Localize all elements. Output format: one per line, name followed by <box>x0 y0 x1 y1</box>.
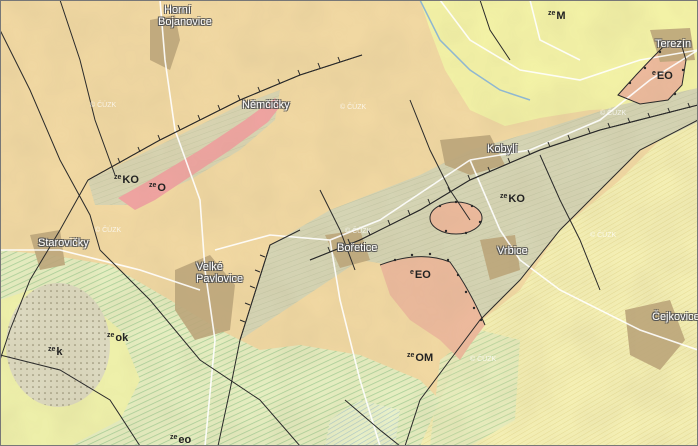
river <box>419 0 531 101</box>
unit-superscript: ze <box>500 193 508 200</box>
unit-label-zeok[interactable]: zeok <box>107 330 128 344</box>
watermark: © ČÚZK <box>90 102 117 109</box>
town-label-velke-pavlovice[interactable]: Velké Pavlovice <box>196 261 243 285</box>
town-label-starovicky[interactable]: Starovičky <box>38 237 89 249</box>
town-label-horni-bojanovice[interactable]: Horní Bojanovice <box>158 4 212 28</box>
unit-superscript: e <box>410 269 414 276</box>
kobyli-settlement <box>440 135 505 175</box>
watermark: © ČÚZK <box>600 110 627 117</box>
unit-code: k <box>56 346 63 358</box>
unit-code: eo <box>178 434 192 446</box>
unit-label-zeeo[interactable]: zeeo <box>170 432 191 446</box>
unit-label-zek[interactable]: zek <box>48 344 63 358</box>
town-label-nemcicky[interactable]: Němčičky <box>242 99 290 111</box>
watermark: © ČÚZK <box>470 356 497 363</box>
unit-superscript: ze <box>407 352 415 359</box>
watermark: © ČÚZK <box>95 227 122 234</box>
watermark: © ČÚZK <box>590 232 617 239</box>
town-label-line: Velké <box>196 261 223 273</box>
unit-code: EO <box>414 269 431 281</box>
unit-superscript: ze <box>48 346 56 353</box>
town-label-kobyli[interactable]: Kobylí <box>487 143 518 155</box>
watermark: © ČÚZK <box>345 228 372 235</box>
unit-superscript: ze <box>114 174 122 181</box>
town-label-cejkovice[interactable]: Čejkovice <box>652 311 698 323</box>
town-label-line: Bojanovice <box>158 16 212 28</box>
unit-superscript: ze <box>548 10 556 17</box>
unit-code: ok <box>115 332 129 344</box>
unit-superscript: ze <box>107 332 115 339</box>
unit-label-zeKO-east[interactable]: zeKO <box>500 191 525 205</box>
unit-label-zeM[interactable]: zeM <box>548 8 566 22</box>
watermark: © ČÚZK <box>340 104 367 111</box>
unit-label-zeKO-west[interactable]: zeKO <box>114 172 139 186</box>
unit-superscript: ze <box>149 182 157 189</box>
horni-bojanovice-settlement <box>150 15 180 70</box>
unit-code: EO <box>656 70 673 82</box>
unit-code: KO <box>122 174 139 186</box>
unit-label-zeOM[interactable]: zeOM <box>407 350 433 364</box>
town-label-terezin[interactable]: Terezín <box>655 38 692 50</box>
unit-code: O <box>157 182 166 194</box>
velke-pavlovice-settlement <box>175 255 235 340</box>
unit-label-EO-north[interactable]: eEO <box>652 68 673 82</box>
unit-label-EO-south[interactable]: eEO <box>410 267 431 281</box>
unit-label-zeO[interactable]: zeO <box>149 180 166 194</box>
eo-ticks <box>393 50 685 322</box>
town-label-boretice[interactable]: Bořetice <box>337 242 378 254</box>
town-label-vrbice[interactable]: Vrbice <box>497 245 528 257</box>
unit-code: OM <box>415 352 434 364</box>
town-label-line: Pavlovice <box>196 273 244 285</box>
unit-superscript: ze <box>170 434 178 441</box>
unit-code: KO <box>508 193 525 205</box>
thrust-ticks <box>117 56 691 323</box>
unit-code: M <box>556 10 566 22</box>
town-label-line: Horní <box>164 4 191 16</box>
unit-superscript: e <box>652 70 656 77</box>
